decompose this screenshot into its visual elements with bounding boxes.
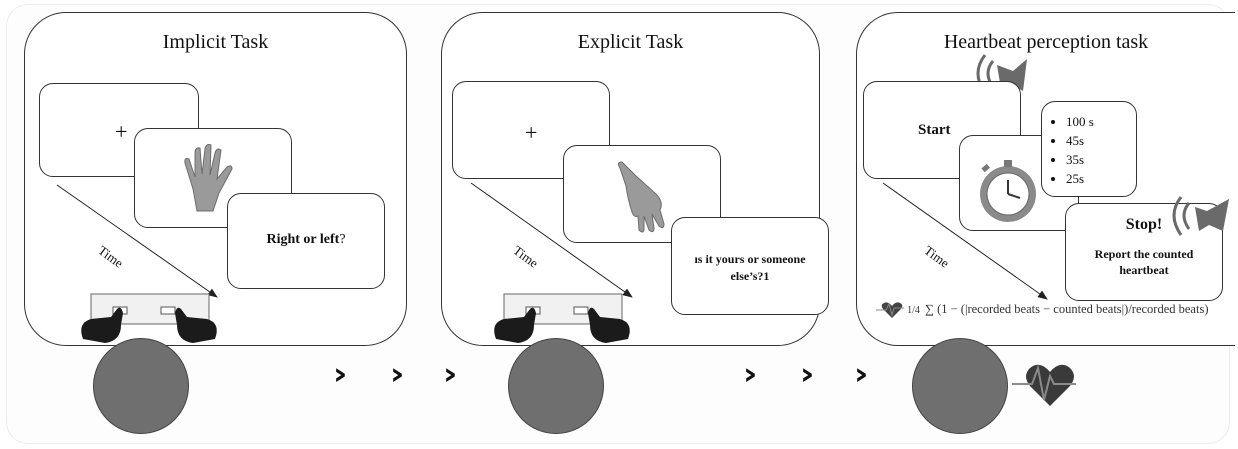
report-line-1: Report the counted	[1094, 247, 1194, 261]
question-mark: ?	[339, 232, 346, 247]
heartbeat-task-panel: Heartbeat perception task Start 100 s 45…	[856, 12, 1235, 346]
chevron-right-icon: ›	[853, 357, 869, 392]
implicit-task-title: Implicit Task	[162, 31, 269, 53]
duration-item: 25s	[1066, 169, 1094, 188]
fixation-cross: +	[525, 120, 538, 145]
stop-card: Stop! Report the counted heartbeat	[1065, 203, 1223, 301]
step-circle-1	[93, 338, 189, 434]
duration-item: 100 s	[1066, 112, 1094, 131]
question-line-1: ıs it yours or someone	[694, 252, 806, 266]
heart-ecg-icon	[876, 301, 904, 319]
time-arrow	[882, 182, 1048, 300]
duration-item: 35s	[1066, 150, 1094, 169]
duration-item: 45s	[1066, 131, 1094, 150]
step-circle-2	[508, 338, 604, 434]
time-arrow	[56, 184, 218, 298]
hand-back-icon	[617, 161, 665, 233]
formula-fraction: 1/4	[907, 304, 920, 316]
chevron-right-icon: ›	[332, 357, 348, 392]
chevron-right-icon: ›	[442, 357, 458, 392]
question-line-2: else’s?1	[730, 269, 770, 283]
durations-card: 100 s 45s 35s 25s	[1041, 101, 1137, 197]
chevron-right-icon: ›	[799, 357, 815, 392]
question-card: ıs it yours or someone else’s?1	[671, 217, 829, 315]
question-card: Right or left?	[227, 193, 385, 289]
step-circle-3	[912, 338, 1008, 434]
response-keyboard-icon	[494, 293, 630, 343]
stopwatch-icon	[980, 160, 1036, 222]
time-arrow	[470, 182, 633, 298]
chevron-right-icon: ›	[389, 357, 405, 392]
explicit-task-panel: Explicit Task + ıs it yours or someone e…	[441, 12, 829, 346]
heart-ecg-icon	[1012, 364, 1076, 406]
chevron-right-icon: ›	[742, 357, 758, 392]
question-text: Right or left	[266, 232, 340, 247]
formula-text: ∑ (1 − (|recorded beats − counted beats|…	[925, 301, 1209, 316]
fixation-cross: +	[115, 119, 128, 144]
report-line-2: heartbeat	[1119, 263, 1169, 277]
response-keyboard-icon	[81, 293, 217, 343]
stop-label: Stop!	[1125, 216, 1163, 233]
implicit-task-panel: Implicit Task + Right or left? Time	[24, 12, 407, 346]
hand-palm-icon	[184, 144, 233, 212]
heartbeat-accuracy-formula: 1/4 ∑ (1 − (|recorded beats − counted be…	[876, 301, 1209, 319]
heartbeat-task-title: Heartbeat perception task	[943, 31, 1149, 53]
durations-list: 100 s 45s 35s 25s	[1042, 112, 1094, 188]
explicit-task-title: Explicit Task	[577, 31, 684, 53]
start-label: Start	[918, 122, 951, 138]
speaker-sound-icon	[1172, 196, 1229, 236]
